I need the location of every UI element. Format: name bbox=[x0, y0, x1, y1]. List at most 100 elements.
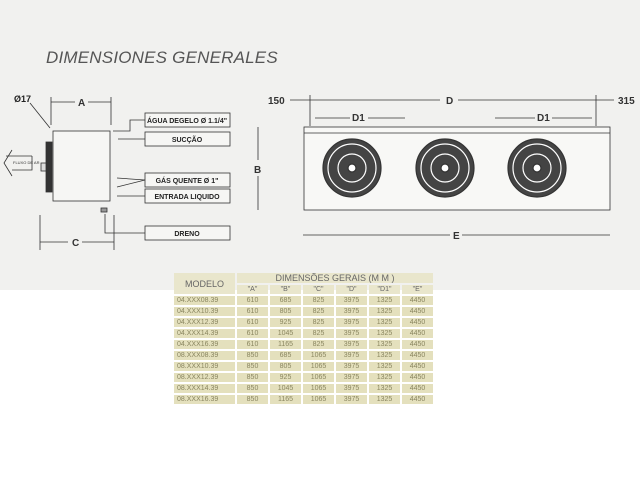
cell-value: 825 bbox=[303, 340, 334, 349]
cell-value: 4450 bbox=[402, 318, 433, 327]
cell-model: 08.XXX16.39 bbox=[174, 395, 235, 404]
cell-value: 4450 bbox=[402, 395, 433, 404]
cell-value: 1045 bbox=[270, 329, 301, 338]
fan-icon bbox=[322, 138, 382, 198]
cell-value: 3975 bbox=[336, 351, 367, 360]
cell-value: 1325 bbox=[369, 362, 400, 371]
cell-value: 685 bbox=[270, 351, 301, 360]
cell-value: 4450 bbox=[402, 329, 433, 338]
cell-value: 3975 bbox=[336, 329, 367, 338]
right-offset: 315 bbox=[618, 96, 635, 107]
cell-value: 610 bbox=[237, 329, 268, 338]
dim-e: E bbox=[453, 231, 460, 242]
cell-value: 1325 bbox=[369, 318, 400, 327]
fan-icon bbox=[507, 138, 567, 198]
dim-c: C bbox=[72, 238, 79, 249]
left-offset: 150 bbox=[268, 96, 285, 107]
cell-value: 850 bbox=[237, 384, 268, 393]
cell-value: 1065 bbox=[303, 384, 334, 393]
label-succao: SUCÇÃO bbox=[172, 135, 203, 144]
group-header: DIMENSÕES GERAIS (M M ) bbox=[237, 273, 433, 283]
cell-value: 3975 bbox=[336, 384, 367, 393]
cell-value: 4450 bbox=[402, 384, 433, 393]
model-header: MODELO bbox=[174, 273, 235, 294]
cell-value: 805 bbox=[270, 362, 301, 371]
cell-value: 3975 bbox=[336, 318, 367, 327]
label-dreno: DRENO bbox=[174, 231, 200, 238]
cell-model: 08.XXX10.39 bbox=[174, 362, 235, 371]
cell-value: 3975 bbox=[336, 307, 367, 316]
label-entrada-liquido: ENTRADA LIQUIDO bbox=[154, 194, 220, 201]
cell-value: 1325 bbox=[369, 384, 400, 393]
page-title: DIMENSIONES GENERALES bbox=[46, 48, 278, 67]
cell-value: 3975 bbox=[336, 362, 367, 371]
dim-d1-left: D1 bbox=[352, 113, 365, 124]
cell-value: 1325 bbox=[369, 307, 400, 316]
cell-model: 04.XXX14.39 bbox=[174, 329, 235, 338]
cell-model: 04.XXX16.39 bbox=[174, 340, 235, 349]
cell-value: 925 bbox=[270, 318, 301, 327]
cell-value: 1045 bbox=[270, 384, 301, 393]
column-header: "D" bbox=[336, 285, 367, 294]
cell-model: 04.XXX10.39 bbox=[174, 307, 235, 316]
cell-model: 08.XXX08.39 bbox=[174, 351, 235, 360]
cell-value: 1325 bbox=[369, 340, 400, 349]
cell-value: 1325 bbox=[369, 296, 400, 305]
cell-value: 4450 bbox=[402, 351, 433, 360]
cell-value: 850 bbox=[237, 395, 268, 404]
dimensions-table: MODELO DIMENSÕES GERAIS (M M ) "A""B""C"… bbox=[172, 271, 435, 406]
column-header: "A" bbox=[237, 285, 268, 294]
dim-b: B bbox=[254, 165, 261, 176]
cell-value: 4450 bbox=[402, 296, 433, 305]
cell-value: 685 bbox=[270, 296, 301, 305]
cell-value: 1065 bbox=[303, 351, 334, 360]
cell-value: 1065 bbox=[303, 362, 334, 371]
cell-value: 850 bbox=[237, 351, 268, 360]
diameter-label: Ø17 bbox=[14, 94, 31, 104]
cell-value: 850 bbox=[237, 362, 268, 371]
cell-value: 3975 bbox=[336, 296, 367, 305]
cell-model: 04.XXX12.39 bbox=[174, 318, 235, 327]
cell-value: 1325 bbox=[369, 373, 400, 382]
cell-value: 825 bbox=[303, 307, 334, 316]
cell-value: 1325 bbox=[369, 351, 400, 360]
dim-d: D bbox=[446, 96, 453, 107]
cell-value: 3975 bbox=[336, 373, 367, 382]
column-header: "B" bbox=[270, 285, 301, 294]
fan-icon bbox=[415, 138, 475, 198]
cell-value: 825 bbox=[303, 329, 334, 338]
cell-value: 610 bbox=[237, 307, 268, 316]
cell-value: 610 bbox=[237, 340, 268, 349]
cell-value: 610 bbox=[237, 296, 268, 305]
technical-drawing: Ø17 A FLUXO DE AR C ÁGUA DEGELO Ø 1.1/4"… bbox=[3, 94, 635, 250]
cell-value: 1165 bbox=[270, 395, 301, 404]
cell-model: 08.XXX12.39 bbox=[174, 373, 235, 382]
cell-value: 1065 bbox=[303, 395, 334, 404]
dim-d1-right: D1 bbox=[537, 113, 550, 124]
cell-value: 4450 bbox=[402, 307, 433, 316]
cell-value: 610 bbox=[237, 318, 268, 327]
cell-value: 1165 bbox=[270, 340, 301, 349]
column-header: "D1" bbox=[369, 285, 400, 294]
side-view: Ø17 A FLUXO DE AR C ÁGUA DEGELO Ø 1.1/4"… bbox=[3, 94, 231, 250]
column-header: "C" bbox=[303, 285, 334, 294]
cell-value: 1325 bbox=[369, 329, 400, 338]
cell-value: 850 bbox=[237, 373, 268, 382]
column-header: "E" bbox=[402, 285, 433, 294]
cell-model: 08.XXX14.39 bbox=[174, 384, 235, 393]
cell-value: 1325 bbox=[369, 395, 400, 404]
cell-value: 805 bbox=[270, 307, 301, 316]
cell-value: 925 bbox=[270, 373, 301, 382]
cell-value: 1065 bbox=[303, 373, 334, 382]
cell-value: 4450 bbox=[402, 340, 433, 349]
cell-value: 3975 bbox=[336, 395, 367, 404]
